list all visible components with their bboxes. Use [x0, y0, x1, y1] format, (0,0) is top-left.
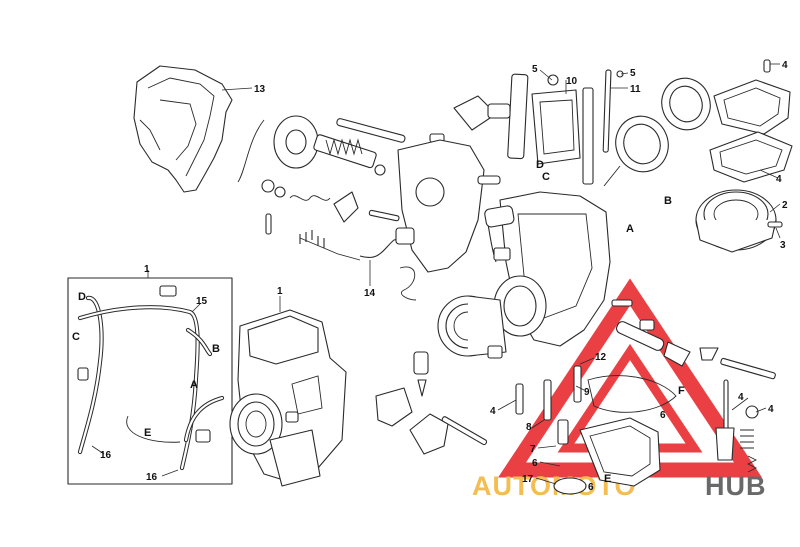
callout-4-mid: 4 [490, 406, 496, 417]
callout-3: 3 [780, 240, 786, 251]
inset-hose-kit [67, 277, 233, 485]
part-1-carburetor [229, 309, 347, 487]
part-2-housing [695, 189, 783, 253]
callout-6-right: 6 [660, 410, 666, 421]
right-side-fittings [611, 299, 776, 473]
callout-4-right: 4 [738, 392, 744, 403]
letter-E-bottom: E [604, 473, 611, 485]
letter-D-inset: D [78, 291, 86, 303]
letter-F: F [678, 385, 685, 397]
callout-1-carb: 1 [277, 286, 283, 297]
callout-6-bottom: 6 [588, 482, 594, 493]
letter-D-top: D [536, 159, 544, 171]
letter-B-inset: B [212, 343, 220, 355]
part-14-cable [299, 209, 417, 301]
watermark-brand-second: HUB [705, 471, 767, 501]
callout-7: 7 [530, 444, 536, 455]
callout-5-top: 5 [532, 64, 538, 75]
callout-10: 10 [566, 76, 578, 87]
callout-4-far-right: 4 [768, 404, 774, 415]
callout-15: 15 [196, 296, 208, 307]
callout-12: 12 [595, 352, 607, 363]
callout-numbers: 13 5 10 5 11 4 4 2 3 14 1 1 15 16 16 12 … [100, 60, 788, 493]
letter-C-top: C [542, 171, 550, 183]
callout-2: 2 [782, 200, 788, 211]
callout-16-left: 16 [100, 450, 112, 461]
callout-14: 14 [364, 288, 376, 299]
callout-4-topright: 4 [782, 60, 788, 71]
callout-13: 13 [254, 84, 266, 95]
callout-6-left: 6 [532, 458, 538, 469]
carburetor-main-body [397, 139, 611, 347]
letter-A-right: A [626, 223, 634, 235]
callout-9: 9 [584, 387, 590, 398]
throttle-shaft-assembly [237, 115, 406, 235]
callout-16-right: 16 [146, 472, 158, 483]
callout-8: 8 [526, 422, 532, 433]
top-cap [709, 59, 793, 183]
callout-5-right: 5 [630, 68, 636, 79]
letter-B-right: B [664, 195, 672, 207]
letter-C-inset: C [72, 331, 80, 343]
letter-E-inset: E [144, 427, 151, 439]
clamp-rings [603, 77, 711, 187]
jets-and-float [375, 345, 677, 495]
callout-4-cap: 4 [776, 174, 782, 185]
letter-A-inset: A [190, 379, 198, 391]
callout-11: 11 [630, 84, 641, 95]
callout-17: 17 [522, 474, 534, 485]
letter-labels: D C B A D C B A E F E [72, 159, 685, 485]
part-13-cover [133, 65, 233, 193]
leader-lines [91, 63, 781, 485]
intake-rubber-boot [437, 295, 507, 357]
callout-1-inset: 1 [144, 264, 150, 275]
